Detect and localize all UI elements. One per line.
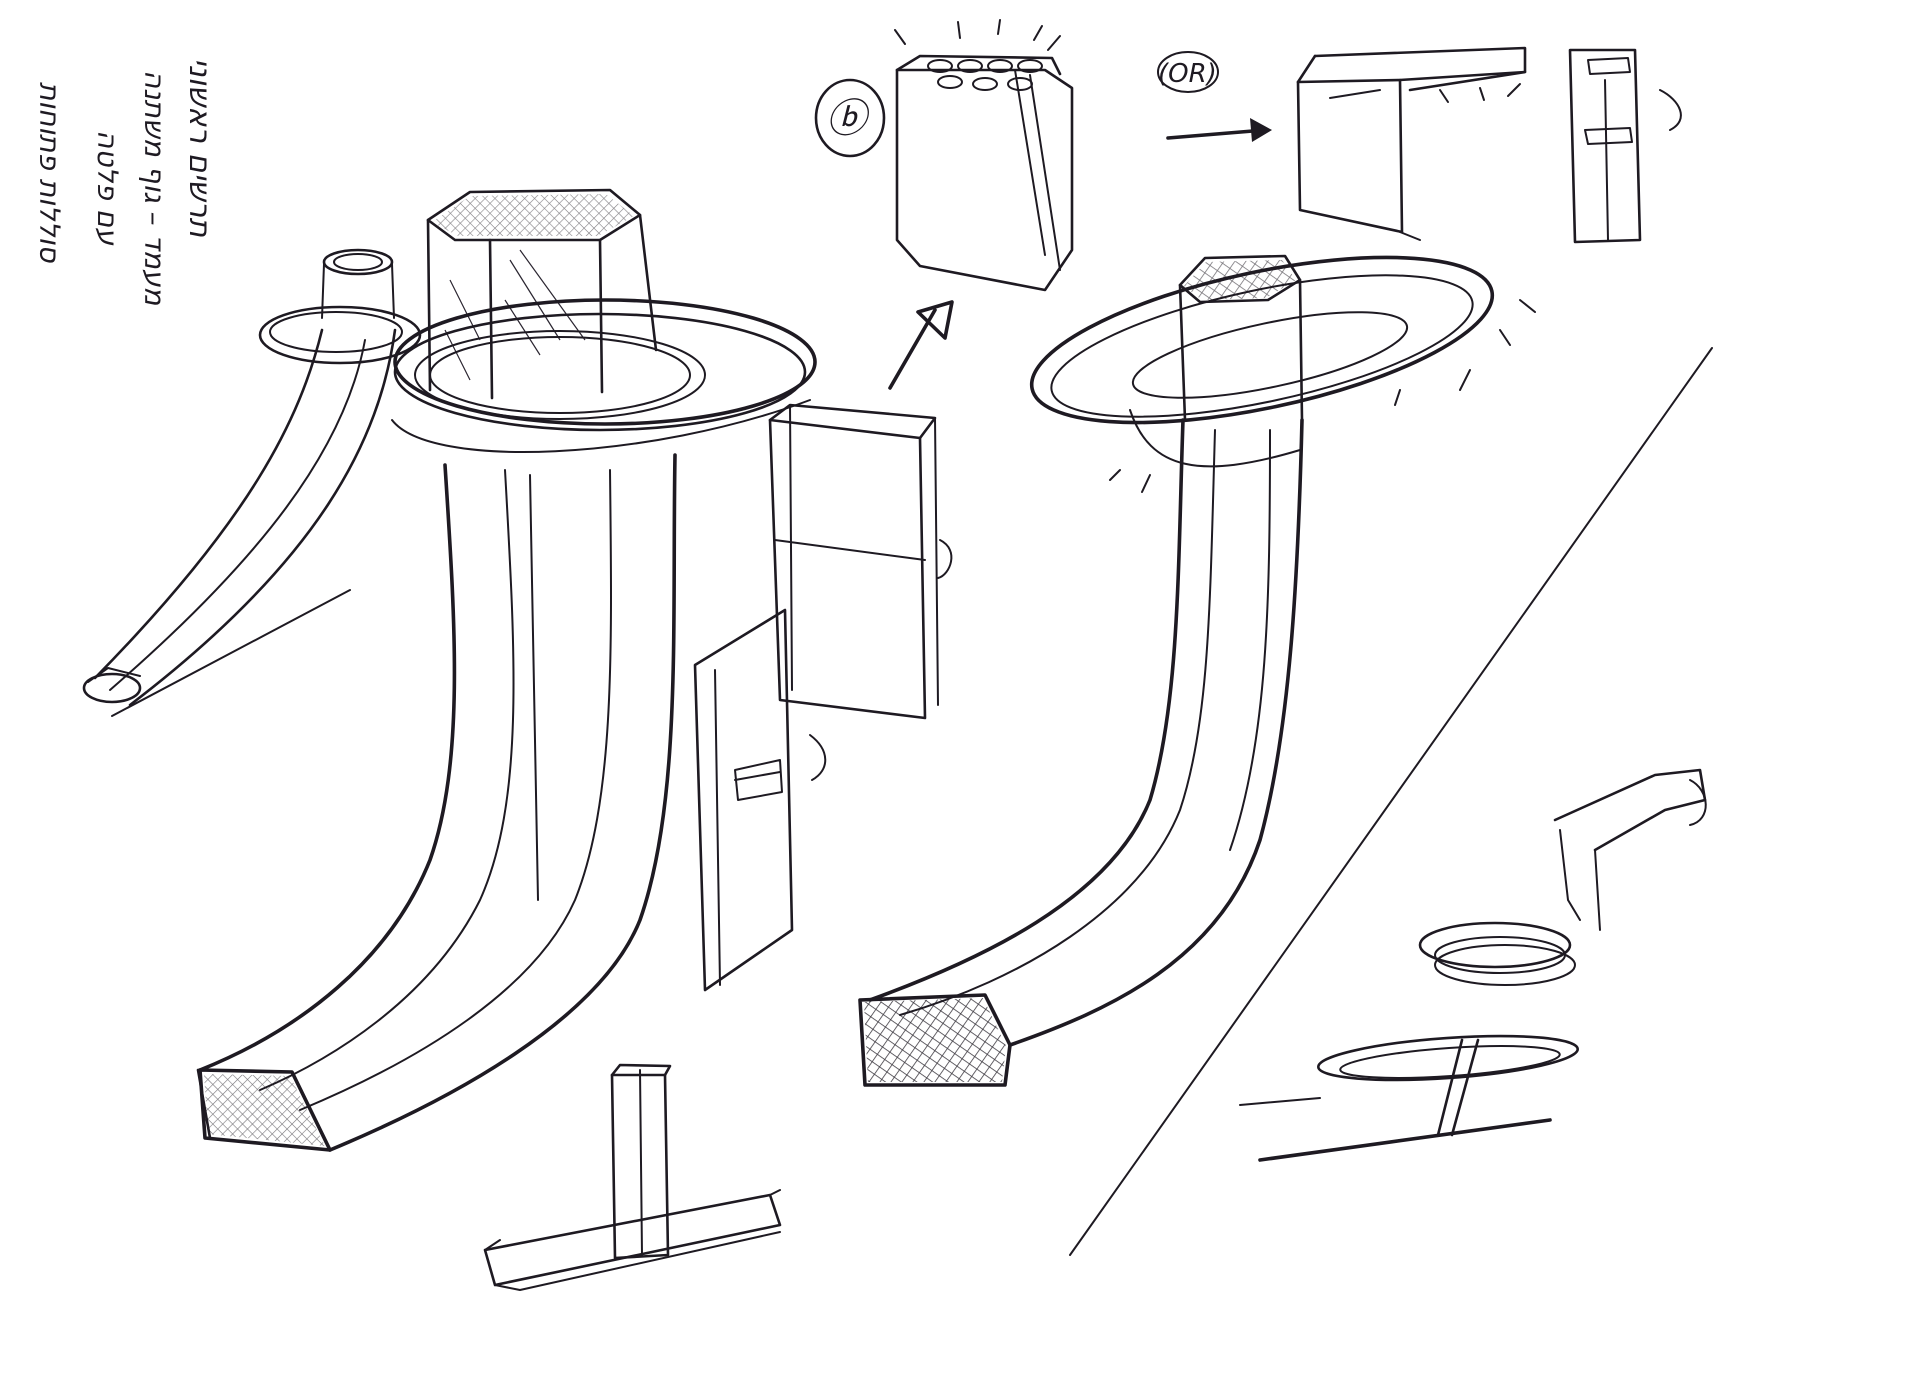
small-curved-stand-sketch [82,248,422,717]
note-line-1: תרשים ראשוני [182,58,217,237]
label-option-b: ⓑ [826,96,872,142]
disc-on-stick-sketch [1239,1034,1579,1162]
hook-stand-sketch [1418,768,1707,986]
note-line-4: סוללות פתוחות [33,82,66,263]
handwritten-notes: תרשים ראשוני מעמד – גוף משתנה עם פלטה סו… [33,58,217,306]
display-pillar-sketch [693,403,953,992]
t-base-sketch [483,1063,782,1291]
battery-box-sketch: ⓑ [814,19,1074,390]
label-or: (OR) [1158,59,1217,89]
main-stand-with-tray-sketch [196,188,817,1152]
note-line-2: מעמד – גוף משתנה [138,70,171,306]
note-line-3: עם פלטה [91,130,124,245]
right-stand-sketch [858,254,1536,1087]
diagonal-guide-line [1069,347,1713,1256]
or-alternative-box-sketch: (OR) [1157,46,1682,244]
